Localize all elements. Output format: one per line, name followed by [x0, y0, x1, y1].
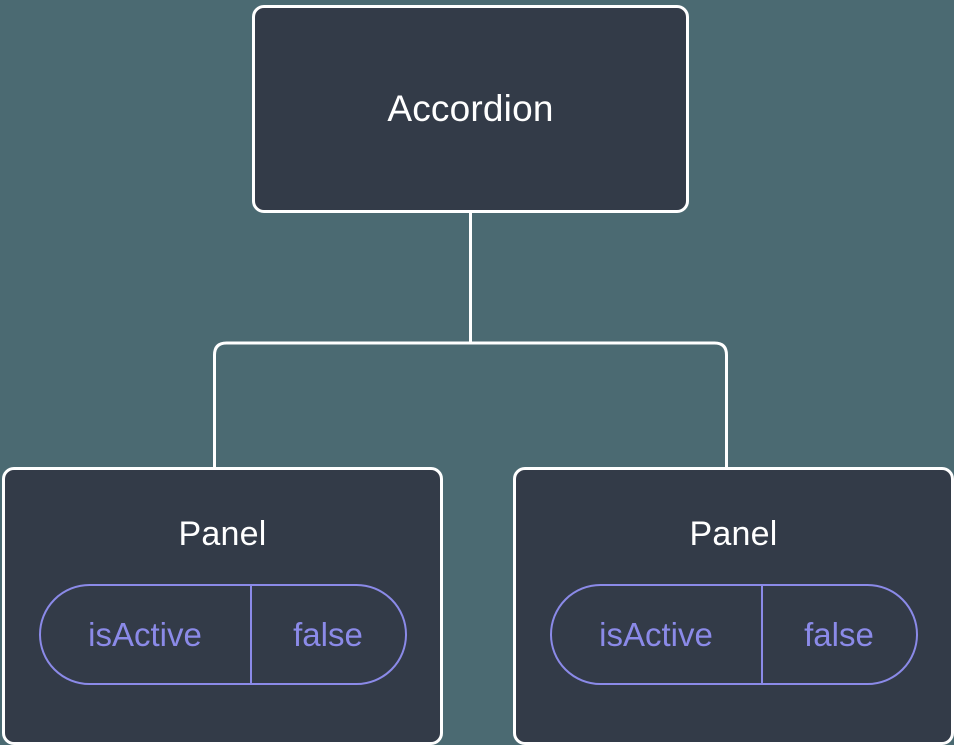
node-title-panel-left: Panel [178, 515, 267, 553]
node-title-panel-right: Panel [689, 515, 778, 553]
prop-key-isactive-left: isActive [41, 586, 252, 683]
prop-value-isactive-left: false [293, 616, 363, 653]
tree-node-panel-right[interactable]: Panel isActive false [513, 467, 954, 745]
edge-to-panel-right [470, 341, 728, 470]
prop-pill-panel-left[interactable]: isActive false [38, 584, 407, 685]
edge-to-panel-left [213, 341, 471, 470]
tree-node-accordion[interactable]: Accordion [252, 5, 689, 213]
node-title-accordion: Accordion [387, 87, 554, 129]
prop-key-isactive-right: isActive [552, 586, 763, 683]
prop-pill-panel-right[interactable]: isActive false [549, 584, 918, 685]
tree-node-panel-left[interactable]: Panel isActive false [2, 467, 443, 745]
prop-value-isactive-right: false [804, 616, 874, 653]
